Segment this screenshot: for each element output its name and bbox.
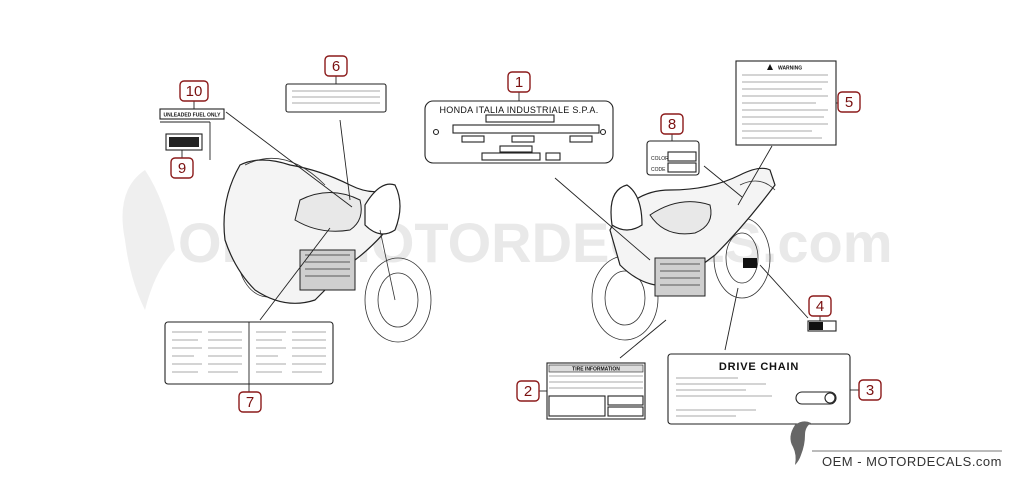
svg-text:7: 7 bbox=[246, 394, 254, 411]
callout-9: 9 bbox=[170, 150, 194, 179]
callout-1: 1 bbox=[507, 71, 531, 101]
brand-helmet-icon bbox=[790, 421, 811, 465]
watermark-logo bbox=[122, 170, 175, 310]
footer-brand: OEM - MOTORDECALS.com bbox=[790, 421, 1002, 469]
left-tank bbox=[294, 192, 362, 232]
drive-chain-text: DRIVE CHAIN bbox=[719, 361, 799, 373]
footer-text: OEM - MOTORDECALS.com bbox=[822, 454, 1002, 469]
front-wheel bbox=[364, 257, 432, 343]
decal-10-fuel-label: UNLEADED FUEL ONLY bbox=[159, 108, 225, 160]
decal-6 bbox=[285, 83, 387, 113]
svg-text:5: 5 bbox=[845, 94, 853, 111]
callout-10: 10 bbox=[179, 80, 209, 109]
svg-text:3: 3 bbox=[866, 382, 874, 399]
warning-text: WARNING bbox=[778, 66, 802, 72]
fuel-text: UNLEADED FUEL ONLY bbox=[164, 113, 222, 119]
decal-8-color-code: COLOR CODE bbox=[646, 140, 700, 176]
code-text: CODE bbox=[651, 167, 666, 173]
svg-text:10: 10 bbox=[186, 83, 203, 100]
svg-text:8: 8 bbox=[668, 116, 676, 133]
decal-9 bbox=[165, 133, 203, 151]
tire-text: TIRE INFORMATION bbox=[572, 367, 620, 373]
svg-text:6: 6 bbox=[332, 58, 340, 75]
svg-text:4: 4 bbox=[816, 298, 824, 315]
decal-7-info-label bbox=[164, 321, 334, 385]
left-engine bbox=[299, 249, 356, 291]
plate-text: HONDA ITALIA INDUSTRIALE S.P.A. bbox=[439, 105, 598, 115]
motorcycle-right-view bbox=[591, 167, 776, 341]
right-windscreen bbox=[610, 184, 643, 231]
callout-2: 2 bbox=[516, 380, 547, 402]
decal-4-chain-sticker bbox=[807, 320, 837, 332]
decal-1-plate: HONDA ITALIA INDUSTRIALE S.P.A. bbox=[424, 100, 614, 164]
decal-3-drive-chain: DRIVE CHAIN bbox=[667, 353, 851, 425]
decal-2-tire-information: TIRE INFORMATION bbox=[546, 362, 646, 420]
right-tank bbox=[649, 201, 712, 235]
callout-5: 5 bbox=[836, 91, 861, 113]
decal-5-warning: WARNING bbox=[735, 60, 837, 146]
svg-text:9: 9 bbox=[178, 160, 186, 177]
callout-6: 6 bbox=[324, 55, 348, 84]
color-text: COLOR bbox=[651, 156, 669, 162]
callout-7: 7 bbox=[238, 384, 262, 413]
svg-text:2: 2 bbox=[524, 383, 532, 400]
svg-text:1: 1 bbox=[515, 74, 523, 91]
callout-3: 3 bbox=[850, 379, 882, 401]
chain-decal-marker bbox=[743, 258, 757, 268]
warning-triangle-icon bbox=[767, 64, 773, 70]
callout-8: 8 bbox=[660, 113, 684, 141]
callouts: 1 2 3 4 5 6 7 bbox=[170, 55, 882, 413]
left-body bbox=[223, 159, 396, 304]
motorcycle-left-view bbox=[223, 158, 432, 343]
left-windscreen bbox=[364, 183, 401, 235]
leader-lines bbox=[225, 111, 809, 359]
callout-4: 4 bbox=[808, 295, 832, 321]
